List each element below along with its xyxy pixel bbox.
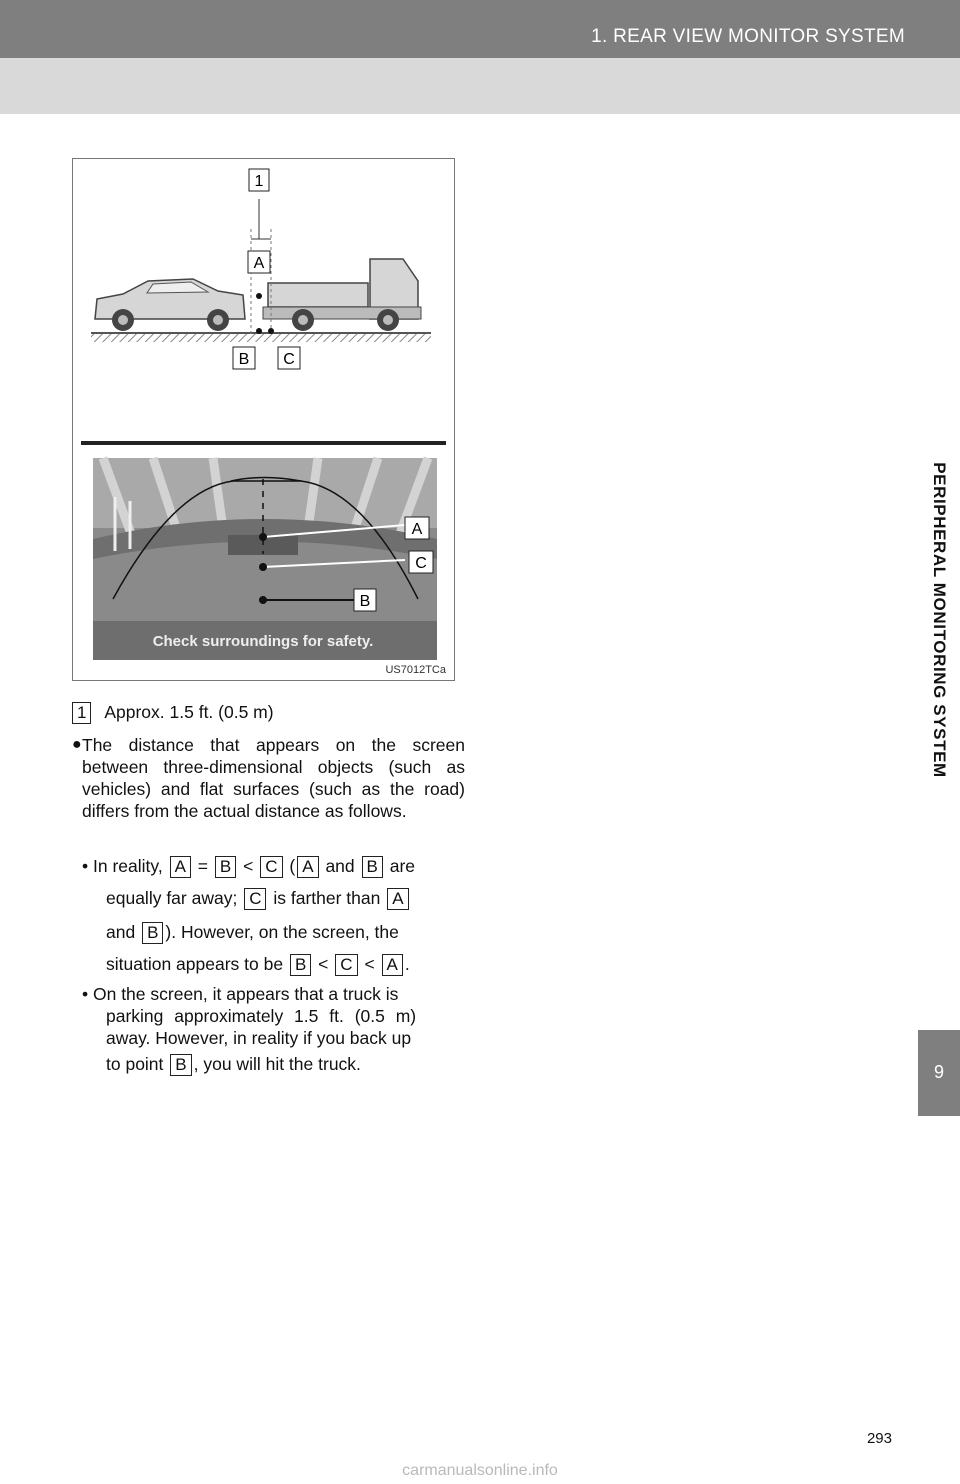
less-than: <	[318, 954, 329, 974]
callout-c-top-box	[277, 346, 301, 370]
truck-line-2: parking approximately 1.5 ft. (0.5 m)	[106, 1006, 417, 1026]
camera-screen	[93, 456, 437, 660]
box-b: B	[361, 856, 383, 879]
box-b: B	[289, 954, 312, 977]
legend-row: 1 Approx. 1.5 ft. (0.5 m)	[72, 702, 274, 725]
situation-text: situation appears to be	[106, 954, 284, 974]
box-c: C	[335, 954, 358, 977]
chapter-tab	[918, 1030, 960, 1116]
equals-sign: =	[197, 856, 209, 876]
reality-line-4: situation appears to be B < C < A.	[106, 954, 410, 977]
are-word: are	[389, 856, 416, 876]
less-than: <	[364, 954, 375, 974]
figure-code: US7012TCa	[385, 664, 446, 676]
paragraph-text: The distance that appears on the screen …	[82, 734, 465, 822]
bullet-icon: ●	[72, 736, 82, 753]
side-tab-label: PERIPHERAL MONITORING SYSTEM	[930, 462, 949, 778]
legend-text: Approx. 1.5 ft. (0.5 m)	[104, 702, 274, 722]
callout-a-top: A	[254, 255, 265, 272]
box-c: C	[260, 856, 283, 879]
section-title: 1. REAR VIEW MONITOR SYSTEM	[591, 26, 905, 47]
header-band	[0, 58, 960, 114]
less-than: <	[243, 856, 254, 876]
callout-c-screen-box	[408, 550, 434, 574]
box-b: B	[214, 856, 237, 879]
chapter-number: 9	[933, 1062, 944, 1082]
screen-message: Check surroundings for safety.	[153, 633, 374, 650]
callout-b-screen-box	[353, 588, 377, 612]
box-a: A	[381, 954, 403, 977]
reality-lead: • In reality,	[82, 856, 163, 876]
paragraph-body: The distance that appears on the screen …	[82, 735, 465, 821]
figure-divider	[81, 441, 446, 445]
point-c-top	[268, 328, 274, 334]
callout-b-top: B	[239, 351, 250, 368]
page-number: 293	[866, 1430, 892, 1447]
legend-marker: 1	[72, 702, 92, 725]
header-bar	[0, 0, 960, 58]
callout-a-screen-box	[404, 516, 430, 540]
point-a-top	[256, 293, 262, 299]
callout-a-screen: A	[412, 521, 423, 538]
callout-a-top-box	[247, 250, 271, 274]
however-text: ). However, on the screen, the	[165, 922, 399, 942]
box-b: B	[142, 922, 164, 945]
reality-line-2: equally far away; C is farther than A	[106, 888, 411, 911]
truck-tail-text: , you will hit the truck.	[193, 1054, 361, 1074]
truck-line-4: to point B, you will hit the truck.	[106, 1054, 361, 1077]
box-a: A	[387, 888, 409, 911]
period: .	[404, 954, 410, 974]
callout-1-box	[248, 168, 270, 192]
truck-line-1: • On the screen, it appears that a truck…	[82, 984, 399, 1004]
box-b: B	[170, 1054, 192, 1077]
box-a: A	[169, 856, 191, 879]
callout-b-top-box	[232, 346, 256, 370]
reality-line-3: and B). However, on the screen, the	[106, 922, 399, 945]
truck-line-3: away. However, in reality if you back up	[106, 1028, 412, 1048]
and-word: and	[106, 922, 136, 942]
farther-text: is farther than	[273, 888, 381, 908]
point-b-top	[256, 328, 262, 334]
equally-text: equally far away;	[106, 888, 238, 908]
reality-line-1: • In reality, A = B < C (A and B are	[82, 856, 416, 879]
callout-c-top: C	[283, 351, 295, 368]
box-a: A	[297, 856, 319, 879]
watermark: carmanualsonline.info	[402, 1462, 558, 1479]
truck-icon	[262, 258, 422, 331]
open-paren: (	[289, 856, 296, 876]
callout-1: 1	[255, 173, 264, 190]
sedan-car-icon	[94, 278, 246, 331]
callout-b-screen: B	[360, 593, 371, 610]
diagram-illustration: 1 A B C A C B Check surroundings for saf…	[81, 168, 446, 660]
box-c: C	[244, 888, 267, 911]
to-point-text: to point	[106, 1054, 164, 1074]
and-word: and	[325, 856, 355, 876]
ground-hatch	[91, 333, 431, 342]
rear-view-diagram: 1 A B C A C B Check surroundings for saf…	[72, 158, 455, 681]
callout-c-screen: C	[415, 555, 427, 572]
